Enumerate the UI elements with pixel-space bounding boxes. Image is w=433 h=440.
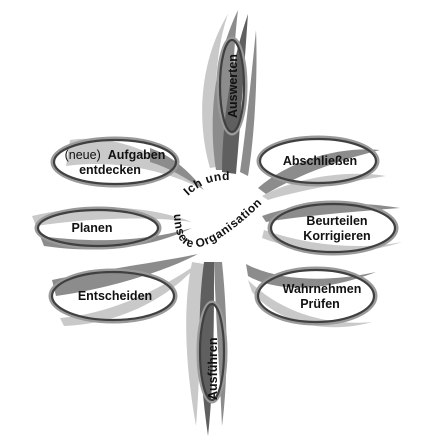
petal-lower-left-line1: Entscheiden [78, 289, 152, 303]
petal-bottom-label: Ausführen [206, 338, 220, 401]
petal-middle-right: Beurteilen Korrigieren [262, 200, 402, 256]
petal-top: Auswerten [202, 10, 257, 176]
petal-upper-left-line2: entdecken [79, 163, 141, 177]
petal-middle-right-line2: Korrigieren [303, 229, 370, 243]
petal-upper-left-line1: Aufgaben [108, 148, 166, 162]
petal-top-label: Auswerten [226, 54, 240, 118]
petal-lower-right: Wahrnehmen Prüfen [246, 264, 378, 328]
petal-lower-left: Entscheiden [48, 254, 200, 326]
center-lower-text: unsere Organisation [171, 195, 264, 250]
petal-middle-left-line1: Planen [72, 221, 113, 235]
petal-lower-right-line1: Wahrnehmen [283, 282, 362, 296]
petal-upper-left-prefix: (neue) [65, 148, 101, 162]
petal-bottom: Ausführen [186, 262, 228, 436]
petal-upper-left: (neue) Aufgaben entdecken [50, 136, 204, 190]
petal-middle-right-line1: Beurteilen [306, 214, 367, 228]
svg-text:unsere Organisation: unsere Organisation [171, 195, 265, 250]
petal-lower-right-line2: Prüfen [300, 297, 340, 311]
petal-middle-left: Planen [32, 206, 192, 250]
petal-upper-right-line1: Abschließen [283, 154, 357, 168]
svg-text:(neue) Aufgaben: (neue) Aufgaben [65, 148, 166, 162]
petal-upper-right: Abschließen [256, 135, 386, 200]
